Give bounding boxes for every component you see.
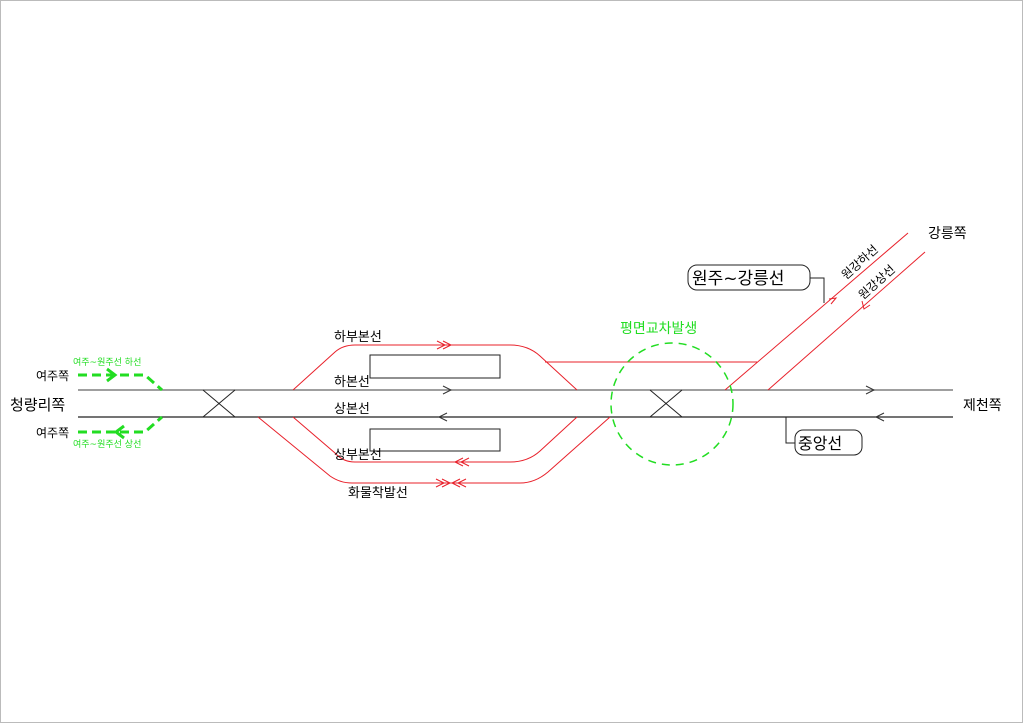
label-freight: 화물착발선: [348, 486, 408, 501]
label-jungang: 중앙선: [798, 434, 842, 453]
crossover-right: [649, 389, 683, 418]
label-gangneung: 강릉쪽: [928, 226, 967, 242]
label-yeoju-up-line: 여주~원주선 상선: [73, 438, 141, 450]
label-yeoju-bottom: 여주쪽: [36, 426, 69, 440]
sangbu-main-track: [292, 416, 578, 463]
label-sangbu-main: 상부본선: [334, 448, 382, 463]
level-crossing-circle: [610, 342, 734, 466]
label-wonju-gangneung: 원주~강릉선: [692, 269, 784, 289]
label-ha-main: 하본선: [334, 375, 370, 390]
label-jecheon: 제천쪽: [963, 398, 1002, 414]
wongang-down-track: [724, 232, 909, 391]
platform-lower: [369, 428, 501, 452]
freight-track: [257, 416, 611, 484]
label-habu-main: 하부본선: [334, 330, 382, 345]
label-sang-main: 상본선: [334, 402, 370, 417]
direction-arrows: [437, 385, 885, 422]
habu-main-track: [292, 344, 578, 391]
yeoju-wonju-lines: [78, 373, 163, 434]
label-yeoju-top: 여주쪽: [36, 369, 69, 383]
platform-upper: [369, 354, 501, 379]
wongang-up-track: [767, 251, 926, 391]
label-yeoju-down-line: 여주~원주선 하선: [73, 356, 141, 368]
label-cheongnyangni: 청량리쪽: [10, 396, 65, 414]
label-level-crossing: 평면교차발생: [620, 321, 697, 337]
crossover-left: [202, 389, 236, 418]
